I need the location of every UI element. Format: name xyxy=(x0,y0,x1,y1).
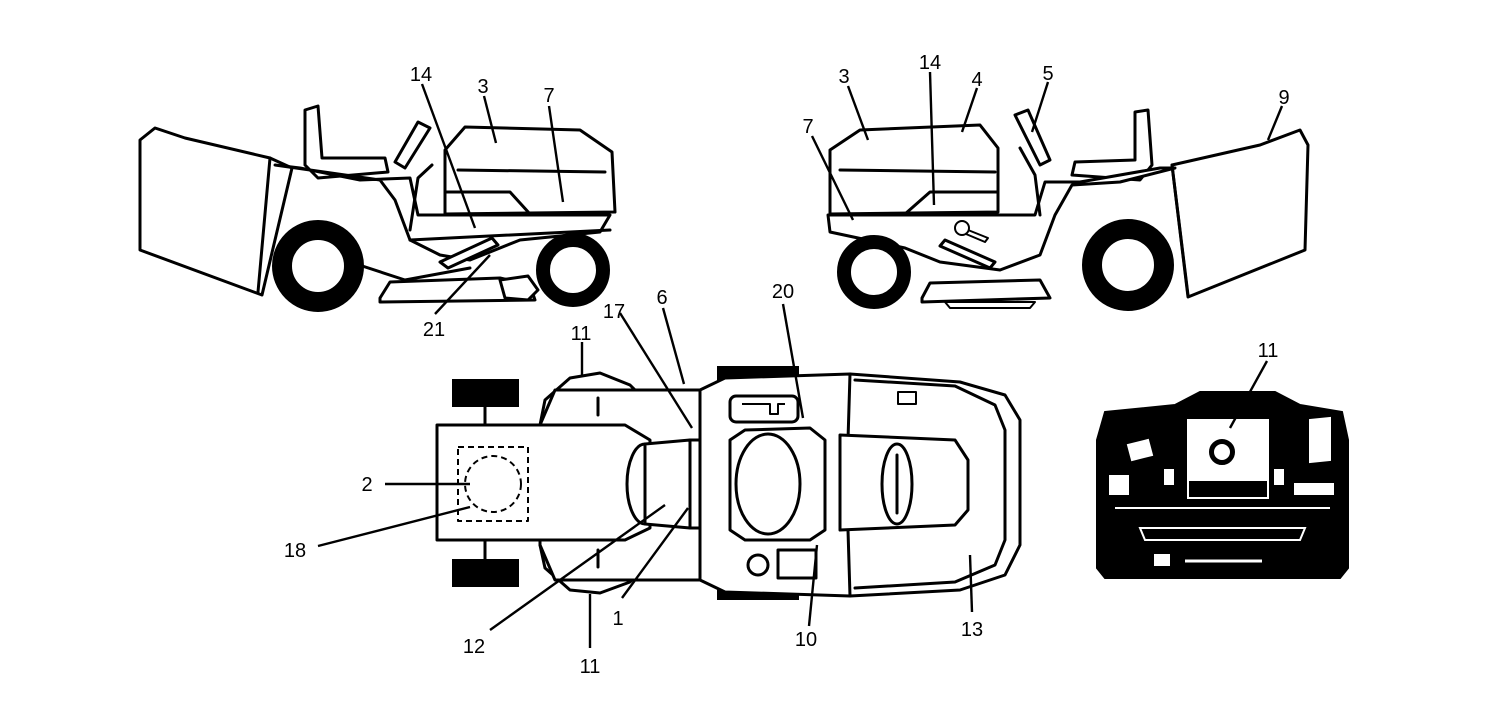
callout-11-top: 11 xyxy=(571,323,592,345)
seat-right xyxy=(1070,108,1154,182)
pedal-right xyxy=(938,238,997,270)
rear-tire-bottom xyxy=(452,559,519,587)
callout-11-panel: 11 xyxy=(1258,340,1279,362)
callout-13: 13 xyxy=(961,619,983,641)
callout-1: 1 xyxy=(612,608,623,630)
callout-9: 9 xyxy=(1278,87,1289,109)
grass-bag-top-view xyxy=(435,423,652,542)
callout-10: 10 xyxy=(795,629,817,651)
mower-side-view-right: 3 14 4 5 9 7 xyxy=(802,52,1310,311)
callout-5: 5 xyxy=(1042,63,1053,85)
pedal-left xyxy=(438,236,500,270)
callout-12: 12 xyxy=(463,636,485,658)
callout-3-right: 3 xyxy=(838,66,849,88)
steering-right xyxy=(1013,108,1052,167)
callout-7-left: 7 xyxy=(543,85,554,107)
callout-3-left: 3 xyxy=(477,76,488,98)
callout-18: 18 xyxy=(284,540,306,562)
seat-left xyxy=(303,104,390,180)
control-panel-view: 11 xyxy=(1096,340,1349,579)
callout-17: 17 xyxy=(603,301,625,323)
callout-7-right: 7 xyxy=(802,116,813,138)
steering-left xyxy=(393,120,432,170)
callout-14-left: 14 xyxy=(410,64,432,86)
mower-top-view: 20 17 6 11 2 18 12 1 11 10 13 xyxy=(284,281,1022,678)
rear-tire-top xyxy=(452,379,519,407)
callout-21: 21 xyxy=(423,319,445,341)
grass-bag-right xyxy=(1170,128,1310,299)
callout-4: 4 xyxy=(971,69,982,91)
callout-20: 20 xyxy=(772,281,794,303)
deck-right xyxy=(920,278,1052,304)
mower-side-view-left: 14 3 7 21 xyxy=(138,64,617,341)
callout-2: 2 xyxy=(361,474,372,496)
grass-bag-left xyxy=(138,126,294,297)
callout-11-bottom: 11 xyxy=(580,656,601,678)
body-right xyxy=(826,166,1177,272)
callout-14-right: 14 xyxy=(919,52,941,74)
callout-6: 6 xyxy=(656,287,667,309)
